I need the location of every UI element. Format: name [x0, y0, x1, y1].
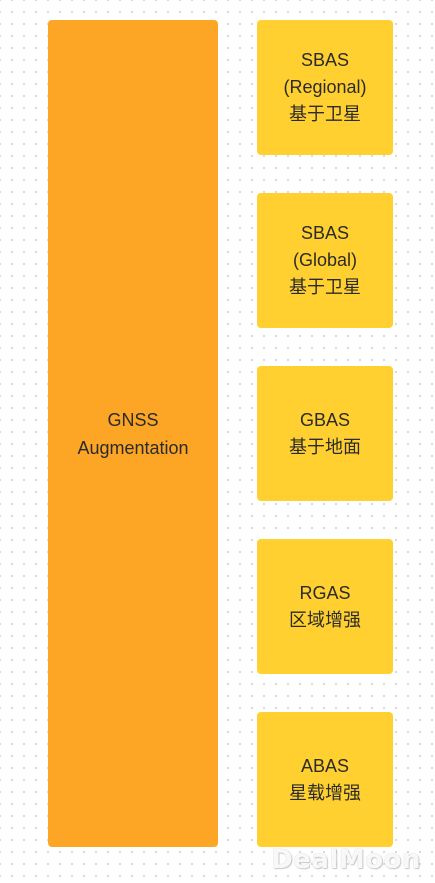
dealmoon-watermark: DealMoon	[271, 845, 421, 875]
gnss-augmentation-block: GNSS Augmentation	[48, 20, 218, 847]
block-chinese-label: 区域增强	[289, 609, 361, 631]
block-chinese-label: 基于卫星	[289, 277, 361, 298]
rgas-block: RGAS 区域增强	[257, 539, 393, 674]
block-title: ABAS	[300, 755, 350, 776]
sbas-regional-block: SBAS (Regional) 基于卫星	[257, 20, 393, 155]
abas-block: ABAS 星载增强	[257, 712, 393, 847]
block-chinese-label: 星载增强	[289, 782, 361, 804]
sbas-global-block: SBAS (Global) 基于卫星	[257, 193, 393, 328]
block-title: GBAS	[299, 409, 351, 430]
block-title: SBAS	[300, 223, 350, 243]
block-title: SBAS	[300, 50, 349, 70]
block-chinese-label: 基于地面	[289, 436, 361, 458]
gnss-augmentation-label: GNSS Augmentation	[77, 409, 189, 458]
block-subtitle: (Regional)	[283, 77, 367, 97]
gbas-block: GBAS 基于地面	[257, 366, 393, 501]
block-subtitle: (Global)	[292, 250, 358, 270]
block-title: RGAS	[299, 582, 351, 603]
block-chinese-label: 基于卫星	[288, 104, 361, 125]
